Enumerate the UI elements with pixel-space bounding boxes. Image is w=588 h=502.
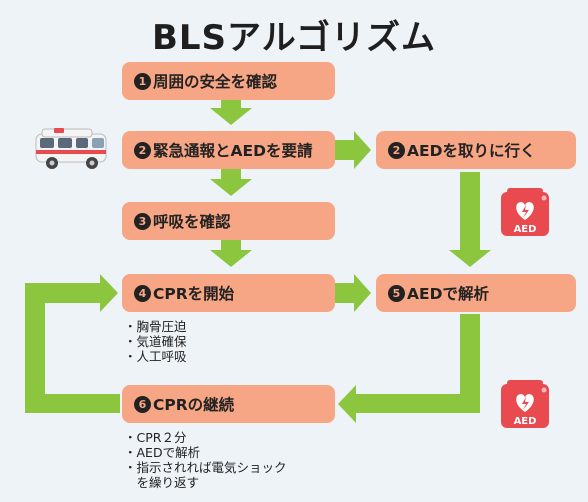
step-label: AEDで解析 (407, 285, 489, 303)
arrow-3-to-4 (210, 240, 252, 267)
arrow-aed-to-5 (449, 172, 491, 267)
arrow-5-to-6 (338, 314, 480, 423)
step-number: 3 (134, 212, 151, 230)
step-number: 2 (134, 141, 151, 159)
step-label: 緊急通報とAEDを要請 (153, 142, 313, 160)
note-item: ・AEDで解析 (124, 445, 201, 460)
note-item: ・CPR２分 (124, 430, 187, 445)
step-number: 5 (388, 284, 405, 302)
ambulance-icon (35, 128, 107, 169)
step-number: 4 (134, 284, 151, 302)
aed-device-icon: AED (501, 188, 549, 236)
step-label: 周囲の安全を確認 (153, 73, 278, 91)
step-emergency-call: 2 緊急通報とAEDを要請 (122, 131, 335, 169)
step-continue-cpr: 6 CPRの継続 (122, 385, 335, 423)
step-number: 1 (134, 72, 151, 90)
arrow-6-loop-to-4 (25, 274, 120, 413)
cpr-notes: ・胸骨圧迫 ・気道確保 ・人工呼吸 (124, 319, 187, 364)
step-safety-check: 1 周囲の安全を確認 (122, 62, 335, 100)
step-aed-analysis: 5 AEDで解析 (376, 274, 576, 312)
arrow-1-to-2 (210, 98, 252, 125)
note-item: ・人工呼吸 (124, 349, 187, 364)
note-item: を繰り返す (124, 475, 200, 490)
aed-label: AED (514, 416, 537, 427)
step-label: CPRの継続 (153, 396, 235, 414)
step-fetch-aed: 2 AEDを取りに行く (376, 131, 576, 169)
arrow-2-to-3 (210, 169, 252, 196)
step-number: 6 (134, 395, 151, 413)
step-label: CPRを開始 (153, 285, 235, 303)
note-item: ・胸骨圧迫 (124, 319, 187, 334)
arrow-2-to-aed (335, 131, 371, 169)
step-label: 呼吸を確認 (153, 213, 231, 231)
step-start-cpr: 4 CPRを開始 (122, 274, 335, 312)
step-number: 2 (388, 141, 405, 159)
note-item: ・指示されれば電気ショック (124, 460, 287, 475)
step-label: AEDを取りに行く (407, 142, 536, 160)
continue-notes: ・CPR２分 ・AEDで解析 ・指示されれば電気ショック を繰り返す (124, 430, 287, 490)
aed-label: AED (514, 224, 537, 235)
page-title: BLSアルゴリズム (151, 18, 437, 58)
arrow-4-to-5 (335, 274, 371, 312)
step-check-breathing: 3 呼吸を確認 (122, 202, 335, 240)
note-item: ・気道確保 (124, 334, 187, 349)
aed-device-icon: AED (501, 380, 549, 428)
